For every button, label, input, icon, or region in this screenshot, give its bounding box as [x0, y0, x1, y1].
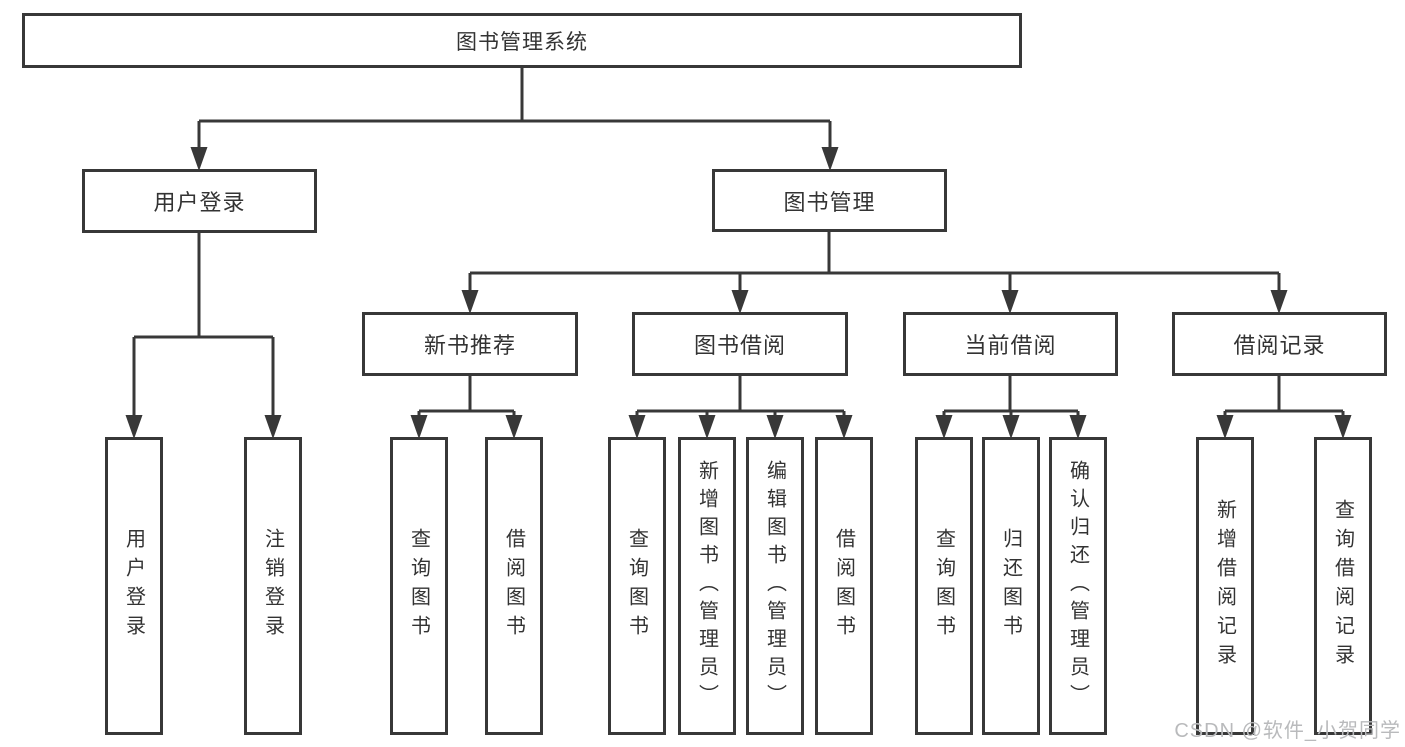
connector-categories-to-leaves [417, 376, 1345, 419]
leaf-borrow-add-books-admin: 新增图书（管理员） [678, 437, 736, 735]
node-borrow-records: 借阅记录 [1172, 312, 1387, 376]
arrowhead-level2 [190, 147, 839, 171]
node-new-book-recommend: 新书推荐 [362, 312, 578, 376]
leaf-newbooks-borrow-books: 借阅图书 [485, 437, 543, 735]
arrowhead-categories [461, 290, 1288, 314]
leaf-records-add-record: 新增借阅记录 [1196, 437, 1254, 735]
leaf-borrow-edit-books-admin: 编辑图书（管理员） [746, 437, 804, 735]
leaf-newbooks-query-books: 查询图书 [390, 437, 448, 735]
leaf-current-return-books: 归还图书 [982, 437, 1040, 735]
leaf-borrow-query-books: 查询图书 [608, 437, 666, 735]
node-root: 图书管理系统 [22, 13, 1022, 68]
arrowhead-leaves [410, 415, 1352, 439]
node-current-borrow: 当前借阅 [903, 312, 1118, 376]
leaf-current-confirm-return-admin: 确认归还（管理员） [1049, 437, 1107, 735]
leaf-current-query-books: 查询图书 [915, 437, 973, 735]
leaf-borrow-borrow-books: 借阅图书 [815, 437, 873, 735]
node-user-login: 用户登录 [82, 169, 317, 233]
node-book-management: 图书管理 [712, 169, 947, 232]
arrowhead-user-login-leaves [125, 415, 282, 439]
connector-user-login-to-leaves [132, 233, 275, 419]
node-book-borrow: 图书借阅 [632, 312, 848, 376]
leaf-user-login: 用户登录 [105, 437, 163, 735]
leaf-records-query-record: 查询借阅记录 [1314, 437, 1372, 735]
connector-book-mgmt-to-categories [468, 232, 1281, 294]
connector-root-to-branches [197, 68, 832, 151]
leaf-logout: 注销登录 [244, 437, 302, 735]
